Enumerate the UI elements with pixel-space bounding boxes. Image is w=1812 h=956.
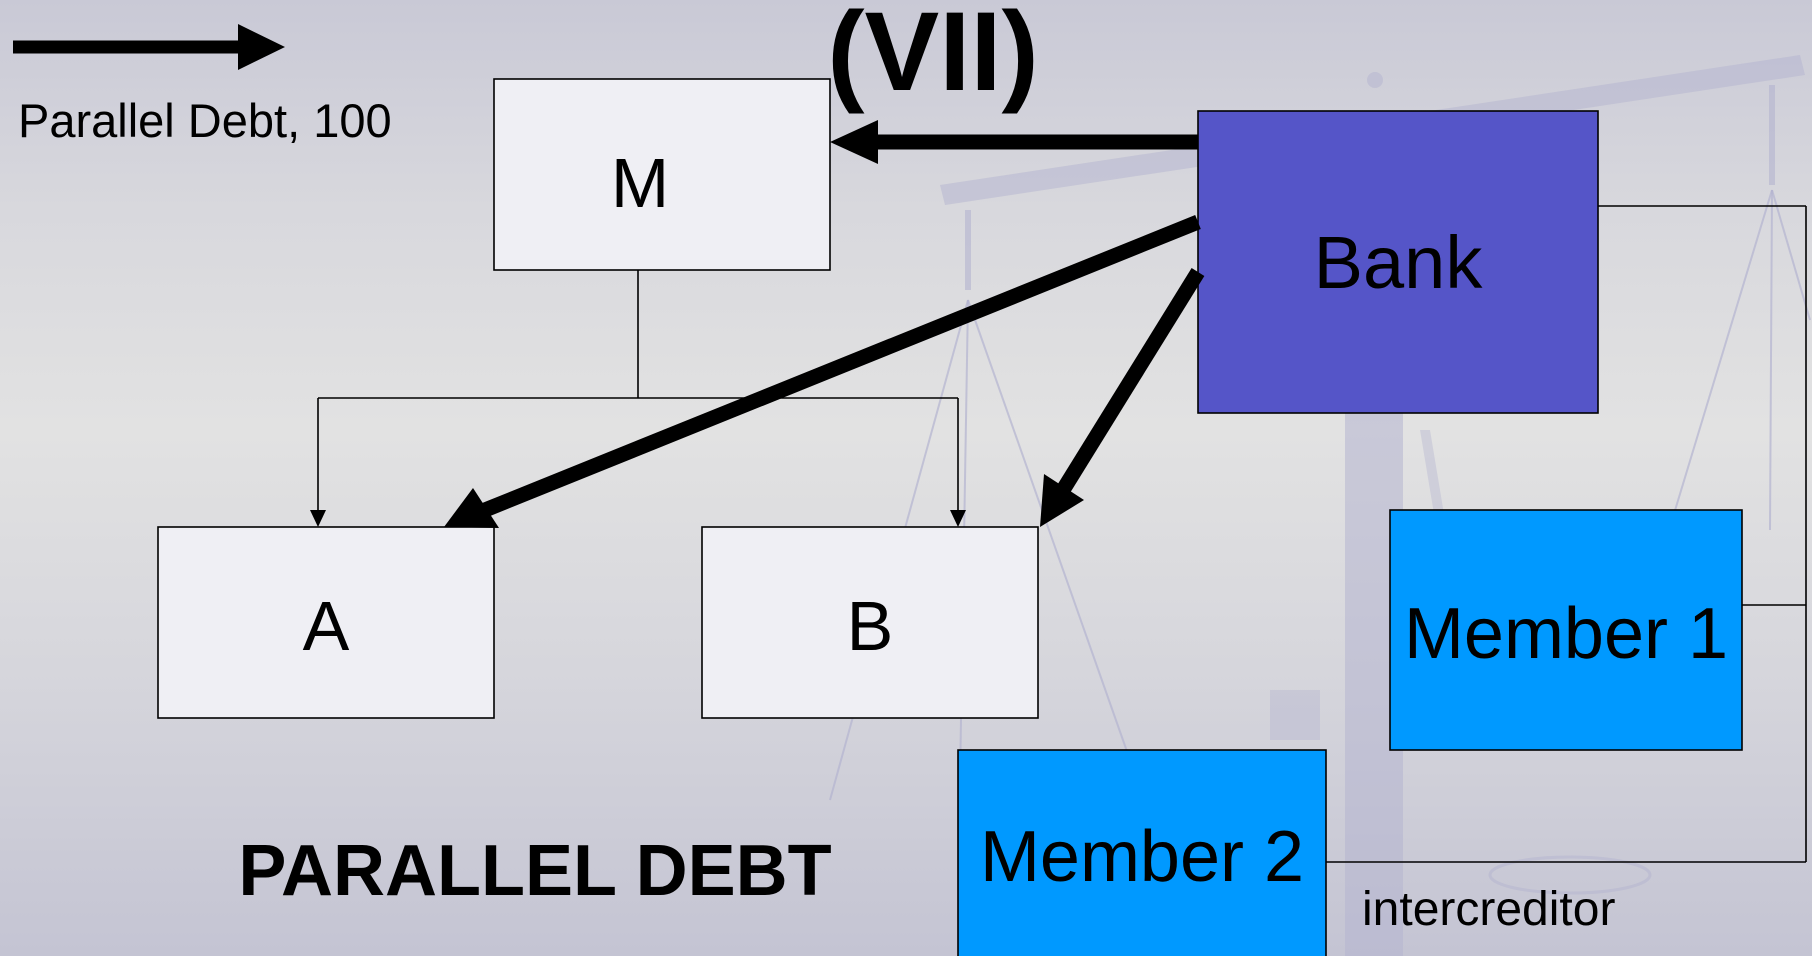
member-1-box bbox=[1389, 509, 1743, 751]
entity-b-label: B bbox=[847, 587, 894, 665]
bank-label: Bank bbox=[1314, 221, 1484, 304]
legend-parallel-debt-arrow bbox=[13, 24, 285, 70]
member-1-label: Member 1 bbox=[1404, 594, 1728, 674]
intercreditor-label: intercreditor bbox=[1362, 883, 1615, 936]
intercreditor-connector bbox=[1325, 205, 1807, 863]
entity-m-label: M bbox=[611, 144, 669, 222]
ownership-connector bbox=[317, 270, 959, 516]
slide-subtitle: PARALLEL DEBT bbox=[238, 831, 831, 911]
entity-a-label: A bbox=[303, 587, 350, 665]
legend-label: Parallel Debt, 100 bbox=[18, 94, 392, 147]
entity-b-box bbox=[701, 526, 1039, 719]
bank-box bbox=[1197, 110, 1599, 414]
parallel-debt-arrow-to-m bbox=[830, 120, 1198, 164]
parallel-debt-arrow-to-b bbox=[1040, 268, 1205, 527]
member-2-label: Member 2 bbox=[980, 817, 1304, 897]
arrowhead-to-b bbox=[950, 510, 966, 527]
parallel-debt-arrow-to-a bbox=[444, 215, 1201, 528]
member-2-box bbox=[957, 749, 1327, 956]
entity-a-box bbox=[157, 526, 495, 719]
slide-title: (VII) bbox=[827, 0, 1039, 114]
entity-m-box bbox=[493, 78, 831, 271]
arrowhead-to-a bbox=[310, 510, 326, 527]
